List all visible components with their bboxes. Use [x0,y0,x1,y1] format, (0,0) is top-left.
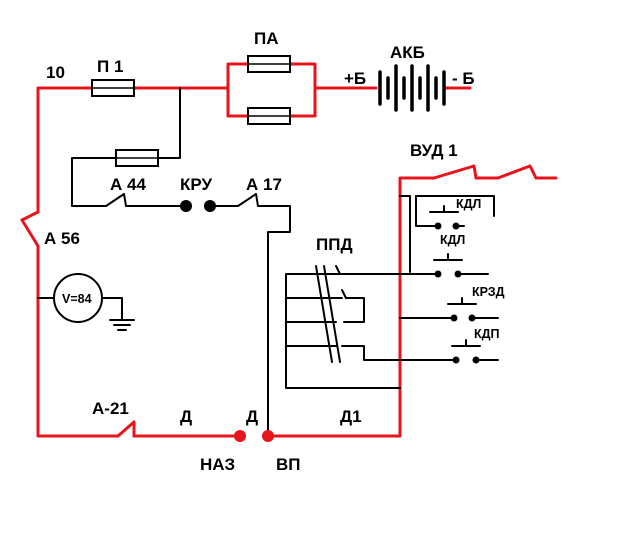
switch-a44 [105,193,125,207]
label-kru: КРУ [180,175,212,194]
wire-kdl-vertical [399,195,411,273]
control-circuit [37,87,499,433]
label-plus-b: +Б [344,69,366,88]
pa-bank-wires [226,62,317,118]
ground-icon [109,319,135,331]
terminal-naz [234,430,246,442]
label-wire-10: 10 [46,63,65,82]
wire-to-vp [257,205,291,433]
label-d-left: Д [180,407,192,426]
label-naz: НАЗ [200,455,235,474]
power-circuit [36,62,558,438]
label-vp: ВП [276,455,301,474]
label-kdl-mid: КДЛ [440,233,465,247]
switch-a17 [237,193,257,207]
ppd-contact-1 [315,265,333,363]
label-kdl-top: КДЛ [456,197,481,211]
wire-kdl-top-in [415,195,437,227]
label-krzd: КРЗД [472,285,505,299]
label-a21: А-21 [92,399,129,418]
label-fuse-p1: П 1 [97,57,123,76]
wire-to-fuse2 [157,87,181,159]
label-d1: Д1 [340,407,362,426]
label-vud1: ВУД 1 [410,141,458,160]
label-ppd: ППД [316,235,353,254]
wire-ground [101,297,123,321]
label-minus-b: - Б [452,69,475,88]
wire-kdl-top [415,195,495,217]
wire-a44-in [71,157,117,207]
wire-ppd-mid [343,297,365,323]
switch-a21 [116,420,136,438]
label-fuse-pa: ПА [254,29,279,48]
label-kdp: КДП [474,327,500,341]
wire-ppd-left [285,297,343,347]
label-battery: АКБ [390,43,425,62]
wire-ppd-frame [285,273,401,389]
terminal-vp [262,430,274,442]
wire-ppd-bottom [341,345,453,361]
label-a44: А 44 [110,175,146,194]
ppd-contact-2 [323,265,341,363]
wire-left-down [36,244,120,438]
contact-kru-left [180,200,192,212]
switch-vud1 [432,164,538,180]
label-d-right: Д [246,407,258,426]
battery-akb [378,64,446,112]
wire-d1 [266,176,436,438]
label-a56: А 56 [44,229,80,248]
wire-10 [36,86,94,214]
switch-a56 [20,210,40,248]
label-a17: А 17 [246,175,282,194]
label-voltmeter: V=84 [62,292,92,306]
